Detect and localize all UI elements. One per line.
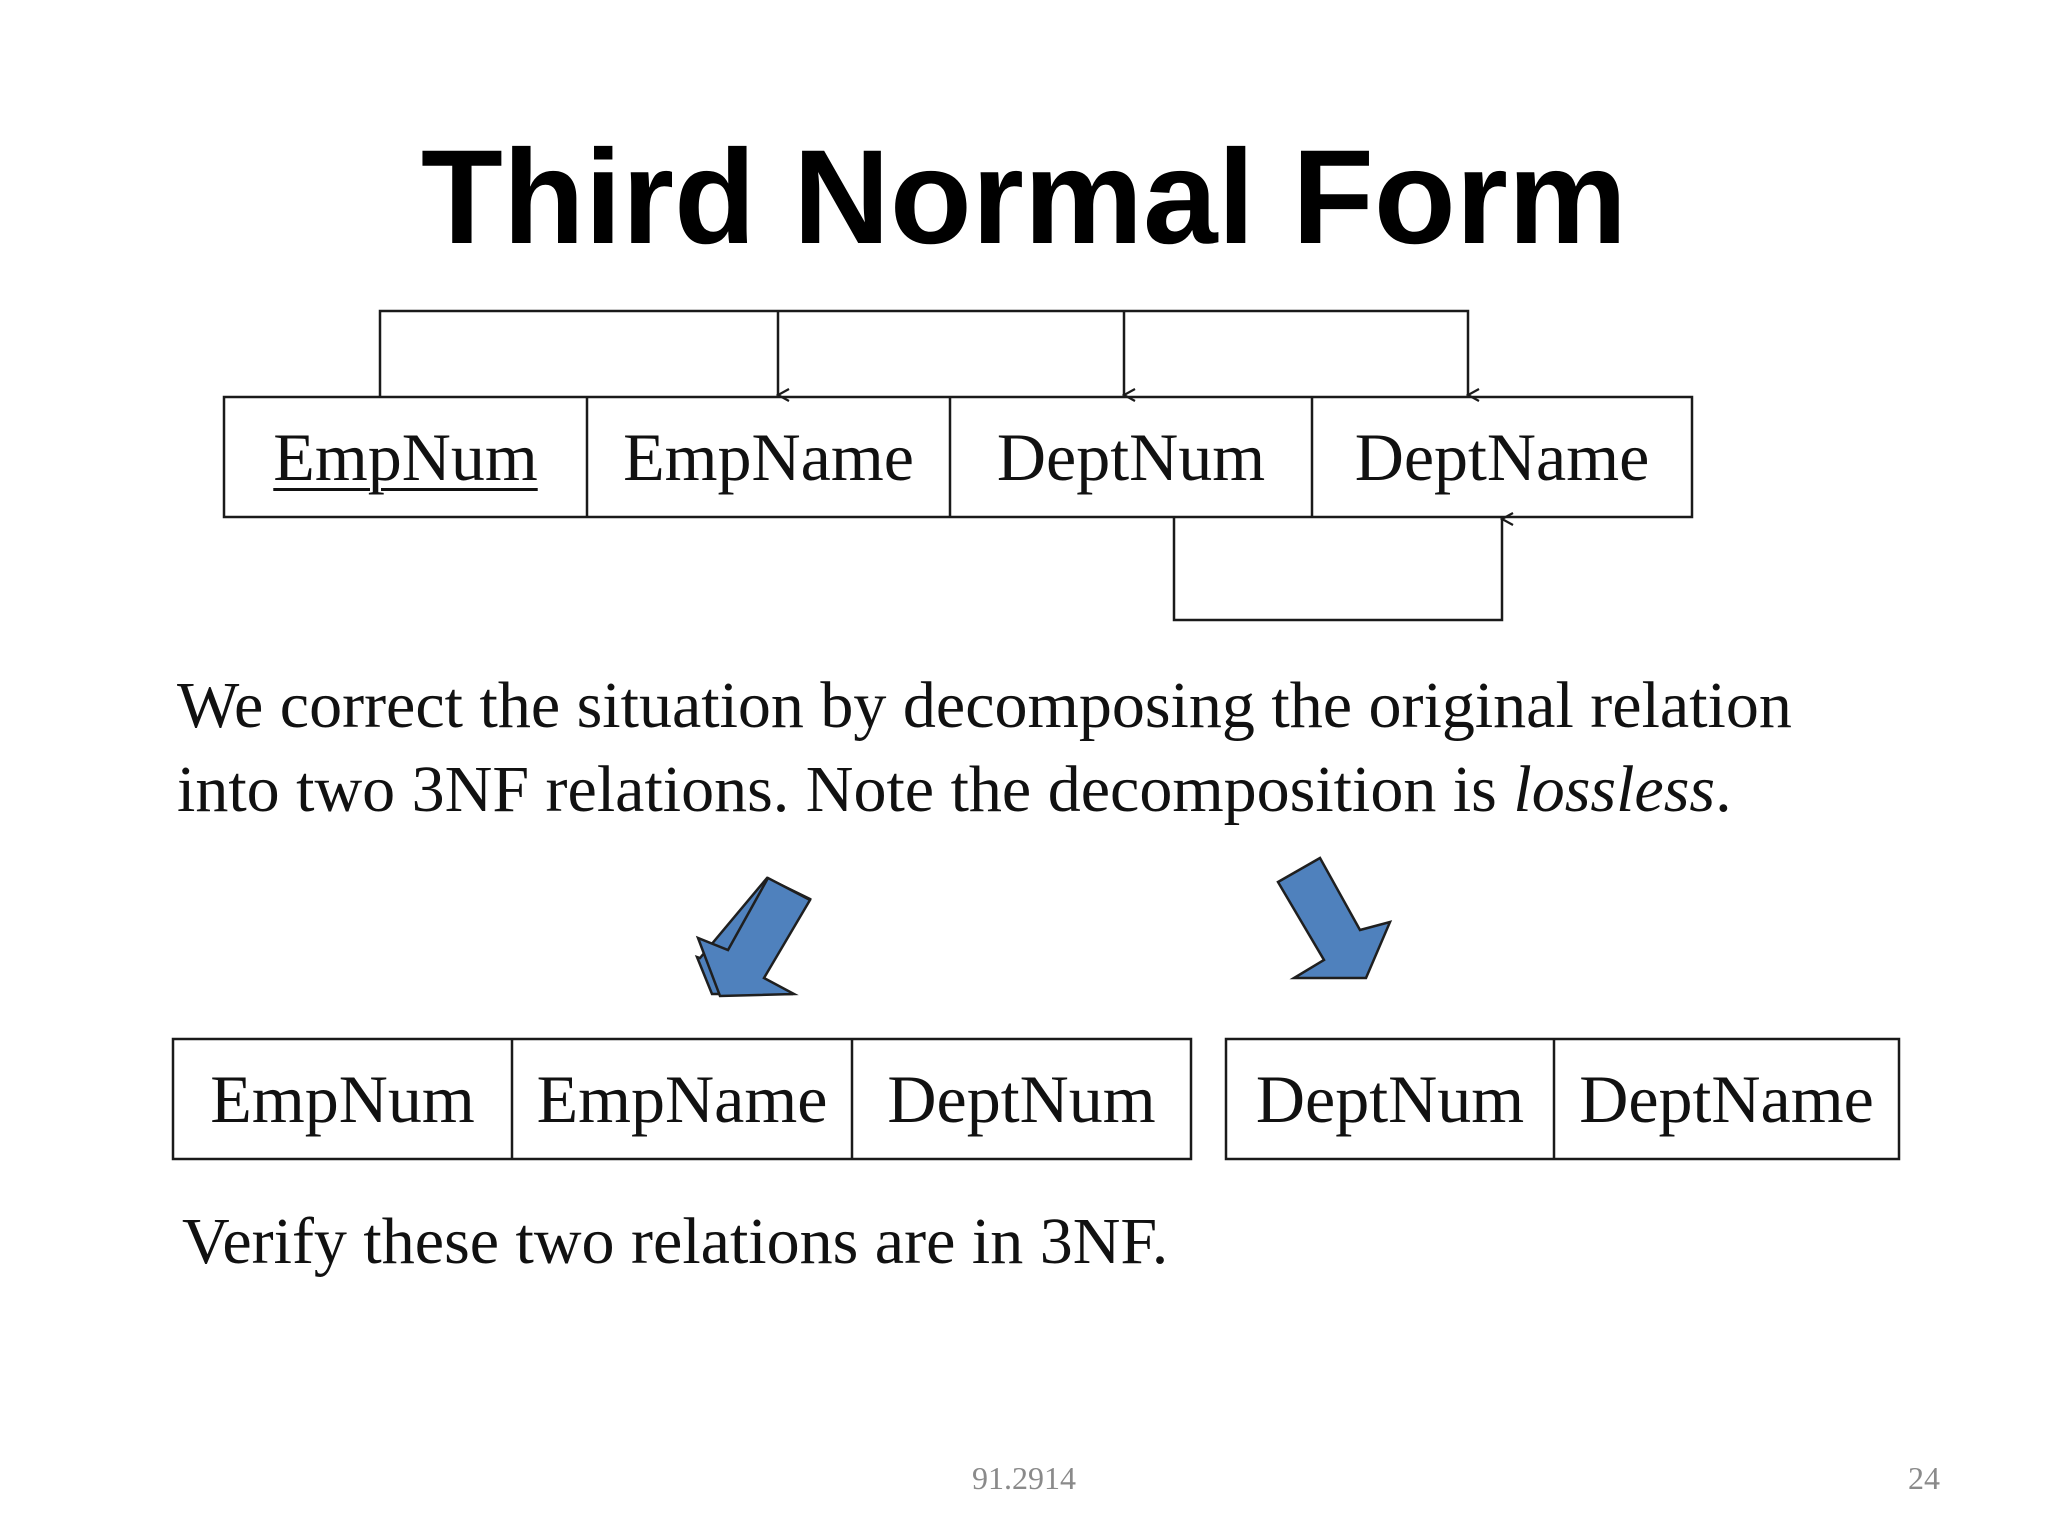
left-attr-empname: EmpName <box>512 1039 852 1159</box>
body-line-1: We correct the situation by decomposing … <box>177 669 1792 742</box>
attr-label: DeptNum <box>887 1060 1156 1137</box>
arrow-right-svg <box>1276 856 1393 980</box>
footer-course-number: 91.2914 <box>972 1460 1076 1496</box>
attr-label: EmpName <box>623 418 914 495</box>
blue-arrow-left-icon <box>695 876 812 998</box>
body-line-2-emphasis: lossless <box>1513 753 1716 826</box>
original-relation-box <box>222 395 1694 519</box>
attr-label: DeptNum <box>996 418 1266 495</box>
attr-label: DeptName <box>1579 1060 1874 1137</box>
right-attr-deptnum: DeptNum <box>1226 1039 1554 1159</box>
left-attr-empnum: EmpNum <box>173 1039 512 1159</box>
original-attr-empnum: EmpNum <box>224 397 587 517</box>
fd-bracket-top <box>378 309 1468 397</box>
slide-title: Third Normal Form <box>420 123 1628 272</box>
verify-instruction: Verify these two relations are in 3NF. <box>182 1205 1169 1278</box>
body-line-2: into two 3NF relations. Note the decompo… <box>177 748 1977 832</box>
original-attr-deptnum: DeptNum <box>950 397 1312 517</box>
blue-arrow-right-icon <box>1276 856 1393 980</box>
original-attr-deptname: DeptName <box>1312 397 1692 517</box>
attr-label: EmpNum <box>210 1060 475 1137</box>
body-line-2-prefix: into two 3NF relations. Note the decompo… <box>177 753 1514 826</box>
body-paragraph: We correct the situation by decomposing … <box>177 664 1977 832</box>
attr-label: EmpName <box>536 1060 828 1137</box>
right-attr-deptname: DeptName <box>1554 1039 1899 1159</box>
right-relation-box <box>1224 1037 1901 1161</box>
attr-label: DeptName <box>1354 418 1650 495</box>
left-attr-deptnum: DeptNum <box>852 1039 1191 1159</box>
fd-bracket-bottom <box>1172 517 1502 622</box>
primary-key-label: EmpNum <box>273 418 538 495</box>
left-relation-box <box>171 1037 1193 1161</box>
slide-number: 24 <box>1908 1460 1940 1496</box>
original-attr-empname: EmpName <box>587 397 950 517</box>
attr-label: DeptNum <box>1255 1060 1525 1137</box>
body-line-2-suffix: . <box>1715 753 1732 826</box>
arrow-left-svg <box>695 876 812 998</box>
